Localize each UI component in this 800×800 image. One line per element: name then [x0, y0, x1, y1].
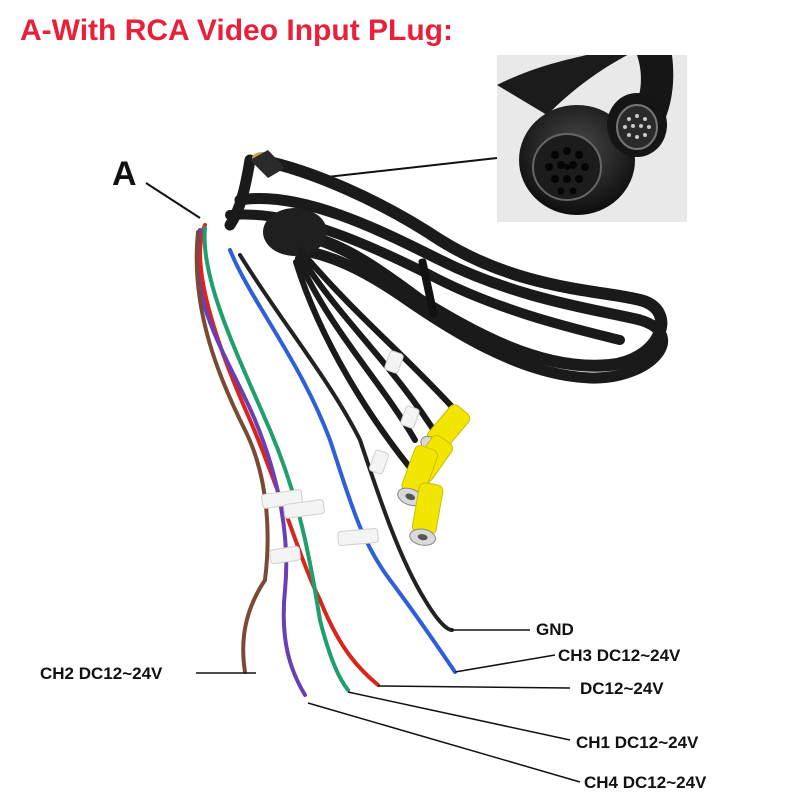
inset-pointer-line	[317, 157, 498, 179]
label-ch3: CH3 DC12~24V	[558, 646, 681, 665]
cable-junction	[263, 208, 327, 256]
cable-tie	[418, 258, 438, 318]
connector-marker-a: A	[112, 155, 137, 193]
rca-plug	[409, 482, 444, 546]
label-leader-lines	[196, 629, 581, 783]
label-ch4: CH4 DC12~24V	[584, 773, 707, 792]
wire-blue	[228, 248, 457, 674]
label-ch1: CH1 DC12~24V	[576, 733, 699, 752]
main-coiled-cable	[224, 154, 668, 384]
wire-purple	[195, 228, 307, 697]
rca-plug-group	[397, 404, 471, 546]
page-title: A-With RCA Video Input PLug:	[20, 14, 453, 47]
wire-black	[238, 253, 454, 632]
label-dc: DC12~24V	[580, 679, 664, 698]
label-gnd: GND	[536, 620, 574, 639]
wire-brown	[194, 230, 270, 674]
din-plug-inset-photo	[497, 55, 687, 222]
label-ch2: CH2 DC12~24V	[40, 664, 163, 683]
wire-red	[198, 223, 380, 687]
marker-a-pointer-line	[145, 182, 201, 219]
wire-tags	[261, 350, 420, 565]
